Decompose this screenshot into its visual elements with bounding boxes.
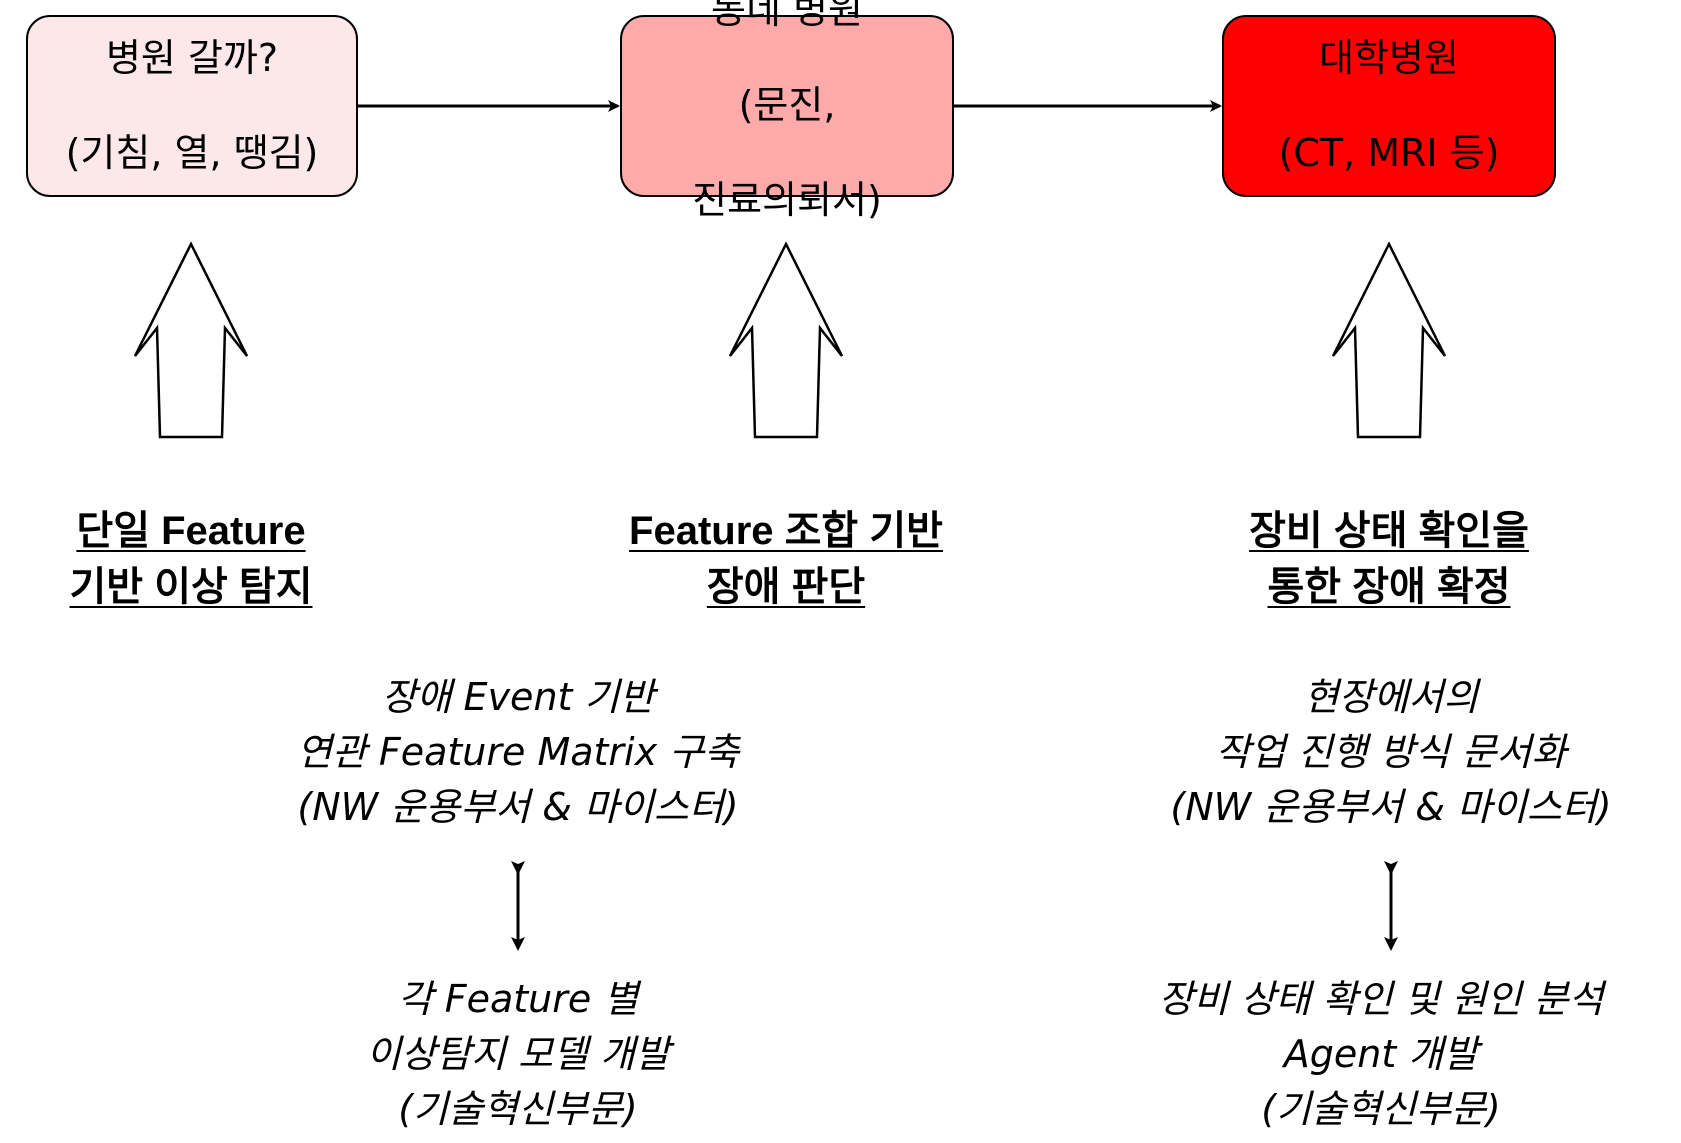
box-line: 대학병원: [1319, 35, 1459, 80]
hollow-up-arrow-left: [133, 241, 249, 439]
note-line: 각 Feature 별: [397, 977, 639, 1021]
note-line: 장비 상태 확인 및 원인 분석: [1158, 977, 1604, 1021]
note-line: 연관 Feature Matrix 구축: [296, 730, 740, 774]
hollow-up-arrow-right: [1331, 241, 1447, 439]
caption-feature-combination: Feature 조합 기반 장애 판단: [586, 503, 986, 615]
caption-line: 통한 장애 확정: [1267, 565, 1511, 609]
caption-line: 장비 상태 확인을: [1249, 509, 1529, 553]
box-line: 병원 갈까?: [105, 35, 279, 80]
note-middle-upper: 장애 Event 기반 연관 Feature Matrix 구축 (NW 운용부…: [218, 670, 818, 835]
note-right-upper: 현장에서의 작업 진행 방식 문서화 (NW 운용부서 & 마이스터): [1091, 670, 1681, 835]
box-line: (CT, MRI 등): [1278, 130, 1500, 175]
box-local-hospital: 동네 병원 (문진, 진료의뢰서): [620, 0, 954, 222]
note-middle-lower: 각 Feature 별 이상탐지 모델 개발 (기술혁신부문): [218, 972, 818, 1137]
note-line: (기술혁신부문): [1261, 1087, 1501, 1131]
note-line: 현장에서의: [1303, 675, 1479, 719]
note-line: (NW 운용부서 & 마이스터): [297, 785, 739, 829]
caption-device-confirmation: 장비 상태 확인을 통한 장애 확정: [1189, 503, 1589, 615]
box-line: 진료의뢰서): [692, 178, 882, 223]
hollow-up-arrow-middle: [728, 241, 844, 439]
caption-single-feature: 단일 Feature 기반 이상 탐지: [0, 503, 382, 615]
note-line: 장애 Event 기반: [381, 675, 655, 719]
note-line: Agent 개발: [1283, 1032, 1479, 1076]
box-line: (문진,: [738, 83, 836, 128]
caption-line: Feature 조합 기반: [629, 509, 943, 553]
box-university-hospital: 대학병원 (CT, MRI 등): [1222, 15, 1556, 197]
box-line: (기침, 열, 땡김): [65, 130, 319, 175]
caption-line: 기반 이상 탐지: [69, 565, 313, 609]
box-line: 동네 병원: [711, 0, 863, 33]
note-line: 이상탐지 모델 개발: [366, 1032, 670, 1076]
note-line: (NW 운용부서 & 마이스터): [1170, 785, 1612, 829]
note-right-lower: 장비 상태 확인 및 원인 분석 Agent 개발 (기술혁신부문): [1091, 972, 1671, 1137]
caption-line: 장애 판단: [706, 565, 866, 609]
caption-line: 단일 Feature: [76, 509, 306, 553]
note-line: (기술혁신부문): [398, 1087, 638, 1131]
box-clinic-decision: 병원 갈까? (기침, 열, 땡김): [26, 15, 358, 197]
note-line: 작업 진행 방식 문서화: [1215, 730, 1567, 774]
